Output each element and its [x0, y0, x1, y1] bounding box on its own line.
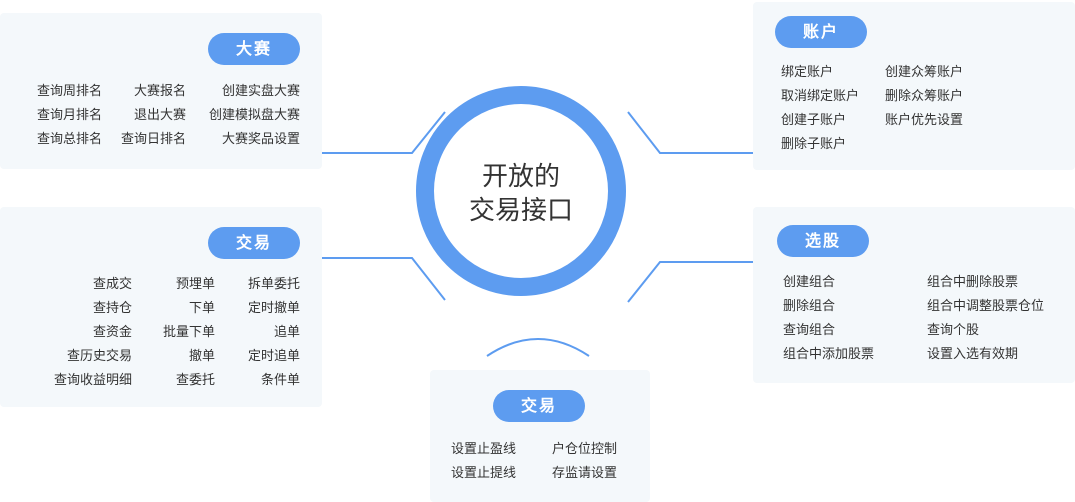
stock-item: 删除组合	[783, 299, 836, 314]
contest-item: 大赛报名	[133, 84, 186, 99]
contest-item: 查询周排名	[36, 84, 102, 99]
contest-item: 退出大赛	[133, 108, 186, 123]
trade-settings-card: 交易 设置止盈线 设置止提线 户仓位控制 存监请设置	[430, 370, 650, 502]
trade-item: 拆单委托	[247, 277, 300, 292]
trade-item: 查委托	[175, 373, 215, 388]
contest-item: 查询总排名	[36, 132, 102, 147]
contest-card: 大赛 查询周排名 查询月排名 查询总排名 大赛报名 退出大赛 查询日排名 创建实…	[0, 13, 322, 169]
trade-item: 条件单	[260, 373, 300, 388]
trade-item: 定时撤单	[247, 301, 300, 316]
stock-item: 组合中删除股票	[927, 275, 1019, 290]
account-item: 删除子账户	[781, 137, 847, 152]
trade-settings-item: 设置止提线	[451, 466, 517, 481]
connector-stock	[627, 261, 753, 303]
contest-item: 查询月排名	[36, 108, 102, 123]
connector-trade	[322, 257, 446, 301]
trade-item: 查资金	[92, 325, 132, 340]
account-item: 创建子账户	[781, 113, 847, 128]
trade-item: 查持仓	[92, 301, 132, 316]
stock-item: 查询个股	[927, 323, 980, 338]
account-title: 账户	[775, 16, 867, 48]
trade-item: 追单	[273, 325, 300, 340]
stock-item: 创建组合	[783, 275, 836, 290]
trade-item: 查历史交易	[66, 349, 132, 364]
center-title-line1: 开放的	[481, 162, 560, 192]
trade-item: 批量下单	[162, 325, 215, 340]
account-item: 绑定账户	[781, 65, 834, 80]
trade-item: 撤单	[188, 349, 215, 364]
contest-item: 查询日排名	[120, 132, 186, 147]
stock-item: 查询组合	[783, 323, 836, 338]
trade-card: 交易 查成交 查持仓 查资金 查历史交易 查询收益明细 预埋单 下单 批量下单 …	[0, 207, 322, 407]
account-item: 删除众筹账户	[885, 89, 964, 104]
account-card: 账户 绑定账户 取消绑定账户 创建子账户 删除子账户 创建众筹账户 删除众筹账户…	[753, 2, 1075, 170]
contest-item: 创建实盘大赛	[221, 84, 300, 99]
trade-item: 下单	[188, 301, 215, 316]
center-title-line2: 交易接口	[468, 196, 573, 226]
stock-card: 选股 创建组合 删除组合 查询组合 组合中添加股票 组合中删除股票 组合中调整股…	[753, 207, 1075, 383]
account-item: 账户优先设置	[885, 113, 964, 128]
connector-trade2	[486, 338, 590, 357]
trade-settings-item: 设置止盈线	[451, 442, 517, 457]
trade-title: 交易	[208, 227, 300, 259]
trade-settings-title: 交易	[493, 390, 585, 422]
center-title: 开放的 交易接口	[416, 160, 626, 228]
connector-contest	[322, 111, 446, 154]
connector-account	[627, 111, 753, 154]
stock-item: 组合中调整股票仓位	[927, 299, 1045, 314]
stock-item: 设置入选有效期	[927, 347, 1019, 362]
trade-item: 预埋单	[175, 277, 215, 292]
stock-title: 选股	[777, 225, 869, 257]
stock-item: 组合中添加股票	[783, 347, 875, 362]
account-item: 创建众筹账户	[885, 65, 964, 80]
trade-item: 查成交	[92, 277, 132, 292]
trade-settings-item: 户仓位控制	[552, 442, 618, 457]
contest-item: 创建模拟盘大赛	[208, 108, 300, 123]
trade-item: 查询收益明细	[53, 373, 132, 388]
trade-settings-item: 存监请设置	[552, 466, 618, 481]
account-item: 取消绑定账户	[781, 89, 860, 104]
contest-item: 大赛奖品设置	[221, 132, 300, 147]
trade-item: 定时追单	[247, 349, 300, 364]
contest-title: 大赛	[208, 33, 300, 65]
